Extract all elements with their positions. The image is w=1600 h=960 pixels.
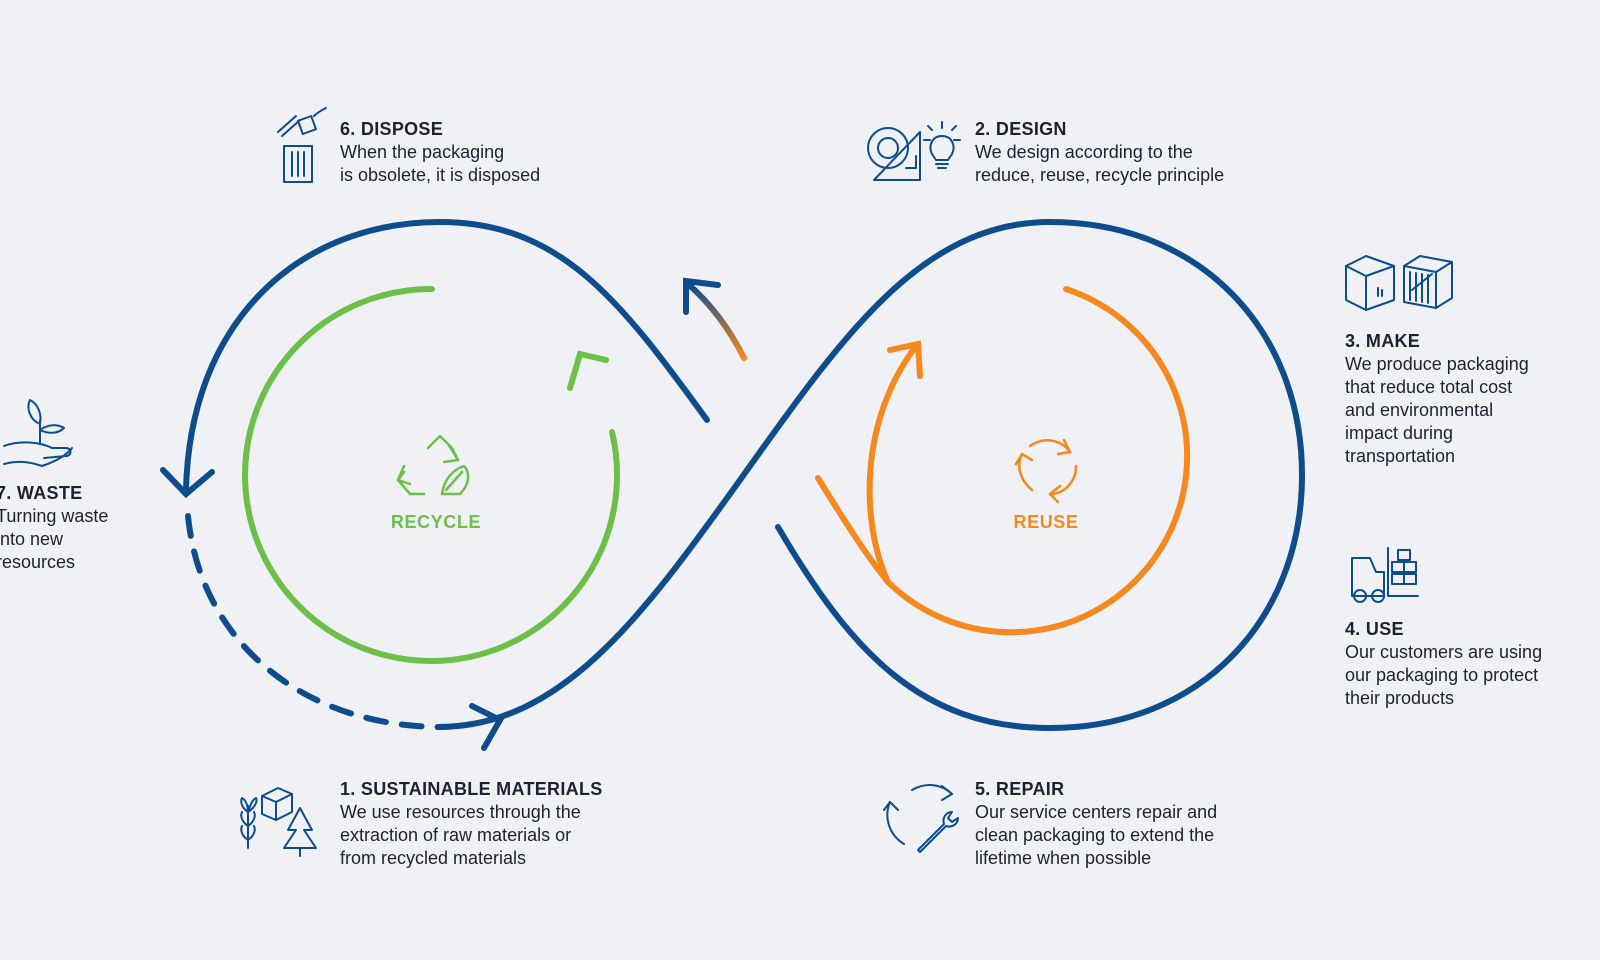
step-make-line: that reduce total cost [1345, 377, 1513, 397]
recycle-label: RECYCLE [390, 512, 482, 532]
step-make-line: impact during [1345, 423, 1454, 443]
step-design: 2. DESIGN We design according to the red… [975, 118, 1224, 187]
step-use-line: our packaging to protect [1345, 665, 1539, 685]
infinity-left-arrowhead [160, 467, 215, 499]
infinity-loop [160, 218, 1306, 751]
step-use: 4. USE Our customers are using our packa… [1345, 618, 1542, 710]
boxes-icon [1345, 255, 1453, 311]
step-use-line: Our customers are using [1345, 642, 1543, 662]
reuse-loop [815, 286, 1191, 636]
infinity-cross-arc [435, 218, 1306, 732]
step-sustainable-materials-line: extraction of raw materials or [340, 825, 572, 845]
reuse-tail-line [815, 475, 891, 585]
step-make-line: transportation [1345, 446, 1456, 466]
dispose-transition-arrow [683, 277, 747, 361]
raw-materials-icon [240, 787, 317, 857]
step-make-line: We produce packaging [1345, 354, 1529, 374]
reuse-inner-arrow [866, 343, 919, 585]
forklift-icon [1351, 547, 1419, 603]
step-use-title: 4. USE [1345, 619, 1404, 639]
step-waste-line: into new [0, 529, 64, 549]
step-dispose: 6. DISPOSE When the packaging is obsolet… [340, 118, 540, 187]
step-repair-line: lifetime when possible [975, 848, 1152, 868]
step-design-line: reduce, reuse, recycle principle [975, 165, 1225, 185]
step-repair-line: clean packaging to extend the [975, 825, 1215, 845]
gradient-arrow-shaft [685, 281, 747, 361]
gradient-arrow-head [683, 277, 721, 315]
recycle-loop [242, 285, 621, 664]
hand-plant-icon [3, 399, 73, 467]
step-sustainable-materials-title: 1. SUSTAINABLE MATERIALS [340, 779, 603, 799]
trash-bin-icon [277, 107, 327, 183]
infinity-left-upper-arc [183, 218, 710, 493]
step-make-title: 3. MAKE [1345, 331, 1421, 351]
step-make: 3. MAKE We produce packaging that reduce… [1345, 330, 1529, 468]
step-waste-line: Turning waste [0, 506, 109, 526]
step-sustainable-materials-line: We use resources through the [340, 802, 581, 822]
recycle-arrowhead [567, 350, 609, 391]
reuse-label: REUSE [1013, 512, 1079, 532]
recycle-icon [396, 434, 470, 496]
design-tools-icon [867, 121, 961, 181]
step-make-line: and environmental [1345, 400, 1494, 420]
recycle-circle-arc [242, 285, 621, 664]
step-design-line: We design according to the [975, 142, 1193, 162]
step-dispose-title: 6. DISPOSE [340, 119, 444, 139]
repair-wrench-icon [883, 784, 959, 853]
step-dispose-line: When the packaging [340, 142, 505, 162]
step-sustainable-materials: 1. SUSTAINABLE MATERIALS We use resource… [340, 778, 603, 870]
step-waste-line: resources [0, 552, 76, 572]
step-waste: 7. WASTE Turning waste into new resource… [0, 482, 108, 574]
step-use-line: their products [1345, 688, 1455, 708]
step-design-title: 2. DESIGN [975, 119, 1067, 139]
step-repair: 5. REPAIR Our service centers repair and… [975, 778, 1217, 870]
step-repair-title: 5. REPAIR [975, 779, 1065, 799]
waste-dashed-path [185, 513, 441, 730]
step-dispose-line: is obsolete, it is disposed [340, 165, 541, 185]
reuse-circle-arc [885, 286, 1191, 636]
step-sustainable-materials-line: from recycled materials [340, 848, 527, 868]
step-waste-title: 7. WASTE [0, 483, 83, 503]
reuse-arrows-icon [1014, 438, 1078, 504]
step-repair-line: Our service centers repair and [975, 802, 1218, 822]
reuse-arrowhead [887, 340, 923, 379]
infinity-bottom-arrowhead [469, 703, 505, 751]
